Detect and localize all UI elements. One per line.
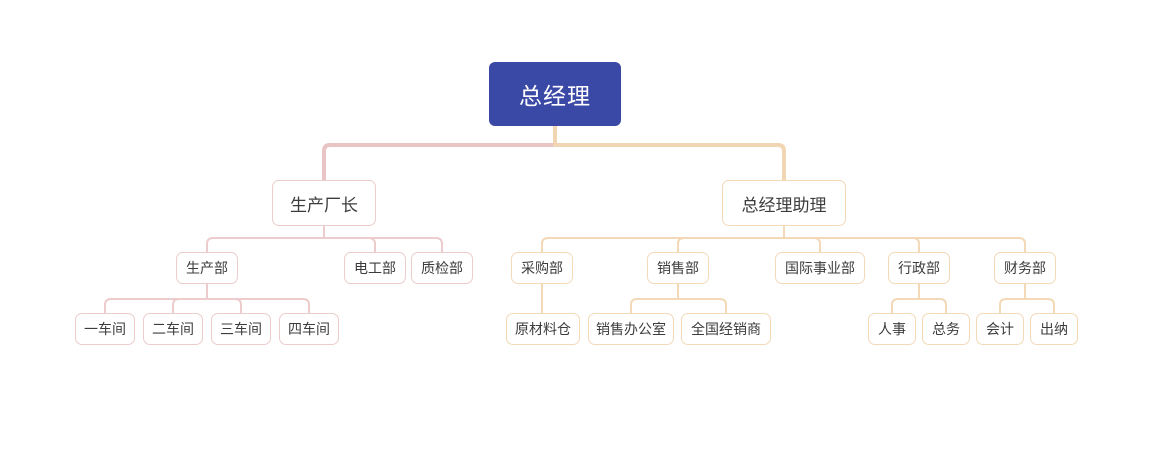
- node-finance-dept[interactable]: 财务部: [994, 252, 1056, 284]
- node-electrical-dept[interactable]: 电工部: [344, 252, 406, 284]
- node-administration-dept[interactable]: 行政部: [888, 252, 950, 284]
- node-quality-control-dept[interactable]: 质检部: [411, 252, 473, 284]
- edge-prod-chief-to-qc-dept: [323, 237, 443, 253]
- node-workshop-3[interactable]: 三车间: [211, 313, 271, 345]
- node-workshop-2[interactable]: 二车间: [143, 313, 203, 345]
- node-purchasing-dept[interactable]: 采购部: [511, 252, 573, 284]
- node-workshop-1[interactable]: 一车间: [75, 313, 135, 345]
- node-human-resources[interactable]: 人事: [868, 313, 916, 345]
- node-raw-material-warehouse[interactable]: 原材料仓: [506, 313, 580, 345]
- edge-prod-dept-to-workshop-4: [206, 298, 310, 314]
- edge-gm-assistant-to-intl-dept: [783, 237, 821, 253]
- edge-gm-assistant-to-admin-dept: [783, 237, 920, 253]
- edge-prod-dept-to-workshop-3: [206, 298, 242, 314]
- node-national-distributors[interactable]: 全国经销商: [681, 313, 771, 345]
- edge-gm-assistant-to-purchase-dept: [541, 237, 785, 253]
- node-production-dept[interactable]: 生产部: [176, 252, 238, 284]
- node-production-chief[interactable]: 生产厂长: [272, 180, 376, 226]
- edge-prod-chief-to-prod-dept: [206, 237, 325, 253]
- node-sales-dept[interactable]: 销售部: [647, 252, 709, 284]
- edge-finance-dept-to-cashier: [1024, 298, 1055, 314]
- edge-admin-dept-to-general-affairs: [918, 298, 947, 314]
- edge-prod-dept-to-workshop-2: [172, 298, 208, 314]
- node-workshop-4[interactable]: 四车间: [279, 313, 339, 345]
- edge-prod-chief-to-elec-dept: [323, 237, 376, 253]
- edge-root-to-gm-assistant: [553, 143, 786, 182]
- edge-sales-dept-to-sales-office: [630, 298, 679, 314]
- edge-gm-assistant-to-sales-dept: [677, 237, 785, 253]
- node-root-general-manager[interactable]: 总经理: [489, 62, 621, 126]
- edge-prod-dept-to-workshop-1: [104, 298, 208, 314]
- edge-finance-dept-to-accounting: [999, 298, 1026, 314]
- node-sales-office[interactable]: 销售办公室: [588, 313, 674, 345]
- edge-admin-dept-to-hr: [891, 298, 920, 314]
- node-gm-assistant[interactable]: 总经理助理: [722, 180, 846, 226]
- edge-root-to-prod-chief: [322, 143, 557, 182]
- edge-gm-assistant-to-finance-dept: [783, 237, 1026, 253]
- node-international-business-dept[interactable]: 国际事业部: [775, 252, 865, 284]
- node-general-affairs[interactable]: 总务: [922, 313, 970, 345]
- node-cashier[interactable]: 出纳: [1030, 313, 1078, 345]
- node-accounting[interactable]: 会计: [976, 313, 1024, 345]
- edge-sales-dept-to-national-distributors: [677, 298, 727, 314]
